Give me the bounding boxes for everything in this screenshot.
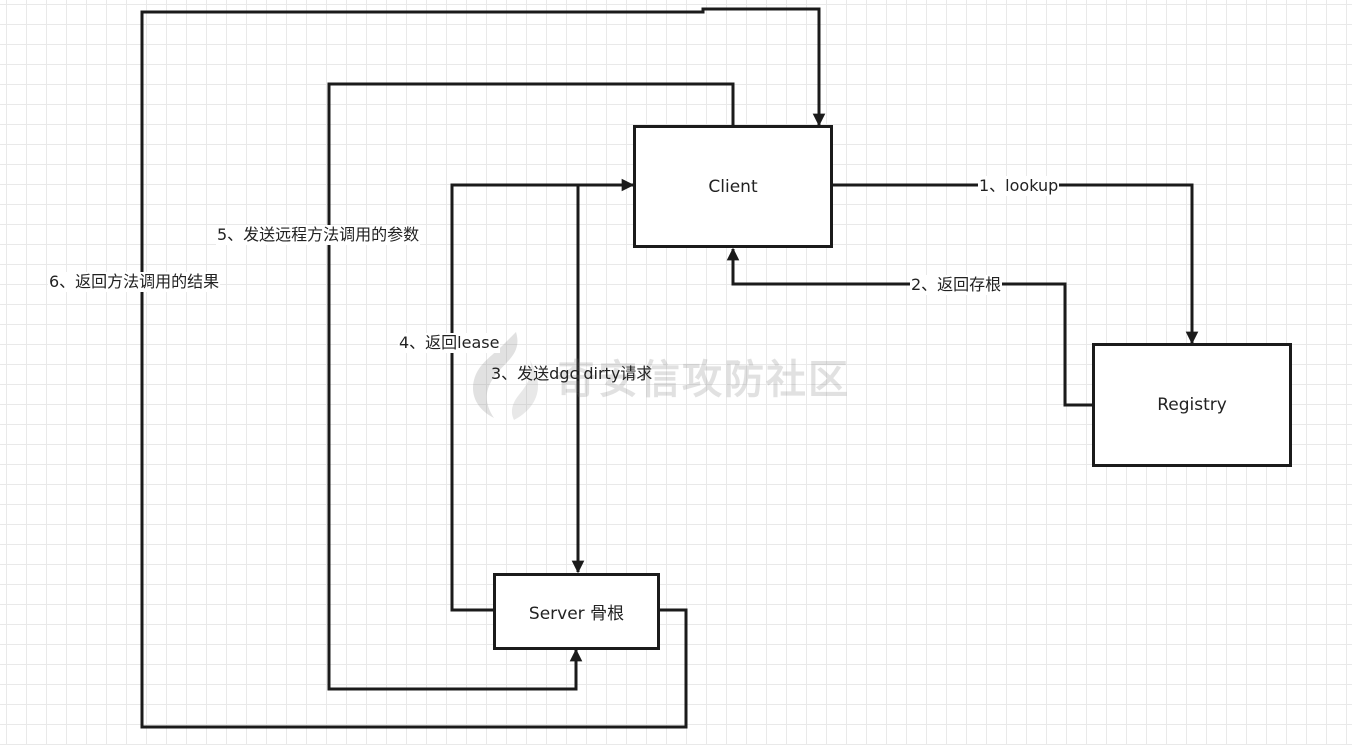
edge-label-dgc-dirty: 3、发送dgc dirty请求	[491, 364, 653, 383]
edge-label-call-params: 5、发送远程方法调用的参数	[216, 225, 421, 245]
edge-return-result	[140, 7, 826, 729]
edge-lookup	[832, 183, 1199, 345]
client-label: Client	[708, 176, 758, 197]
edge-label-return-stub: 2、返回存根	[910, 275, 1003, 295]
server-label: Server 骨根	[528, 604, 625, 624]
registry-node: Registry	[1092, 343, 1292, 467]
edge-label-lookup: 1、lookup	[978, 176, 1060, 196]
registry-label: Registry	[1157, 395, 1227, 415]
edge-return-lease	[450, 178, 635, 612]
edge-label-return-lease: 4、返回lease	[398, 333, 501, 353]
server-node: Server 骨根	[493, 573, 660, 650]
edge-return-stub	[726, 247, 1092, 407]
client-node: Client	[633, 125, 833, 248]
edge-call-params	[327, 82, 735, 691]
edge-label-return-result: 6、返回方法调用的结果	[48, 272, 221, 292]
